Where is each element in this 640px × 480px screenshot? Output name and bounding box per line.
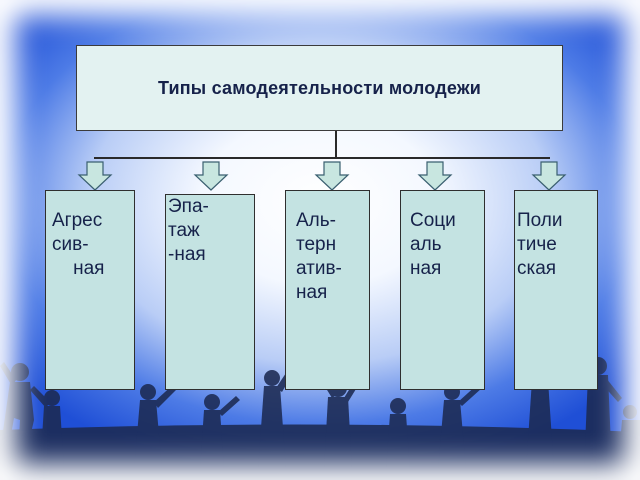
arrow-down-icon — [531, 161, 567, 191]
diagram-title: Типы самодеятельности молодежи — [157, 77, 482, 98]
type-box-alternative — [285, 190, 370, 390]
type-label-epatage: Эпа- таж -ная — [168, 196, 209, 265]
arrow-down-icon — [417, 161, 453, 191]
arrow-down-icon — [314, 161, 350, 191]
type-label-alternative: Аль- терн атив- ная — [296, 210, 342, 303]
type-label-political: Поли тиче ская — [517, 210, 563, 279]
type-box-political — [514, 190, 598, 390]
arrow-down-icon — [193, 161, 229, 191]
arrow-down-icon — [77, 161, 113, 191]
type-box-social — [400, 190, 485, 390]
type-label-social: Соци аль ная — [410, 210, 456, 279]
title-box: Типы самодеятельности молодежи — [76, 45, 563, 131]
type-label-aggressive: Агрес сив- ная — [52, 210, 105, 279]
type-box-epatage — [165, 194, 255, 390]
type-box-aggressive — [45, 190, 135, 390]
